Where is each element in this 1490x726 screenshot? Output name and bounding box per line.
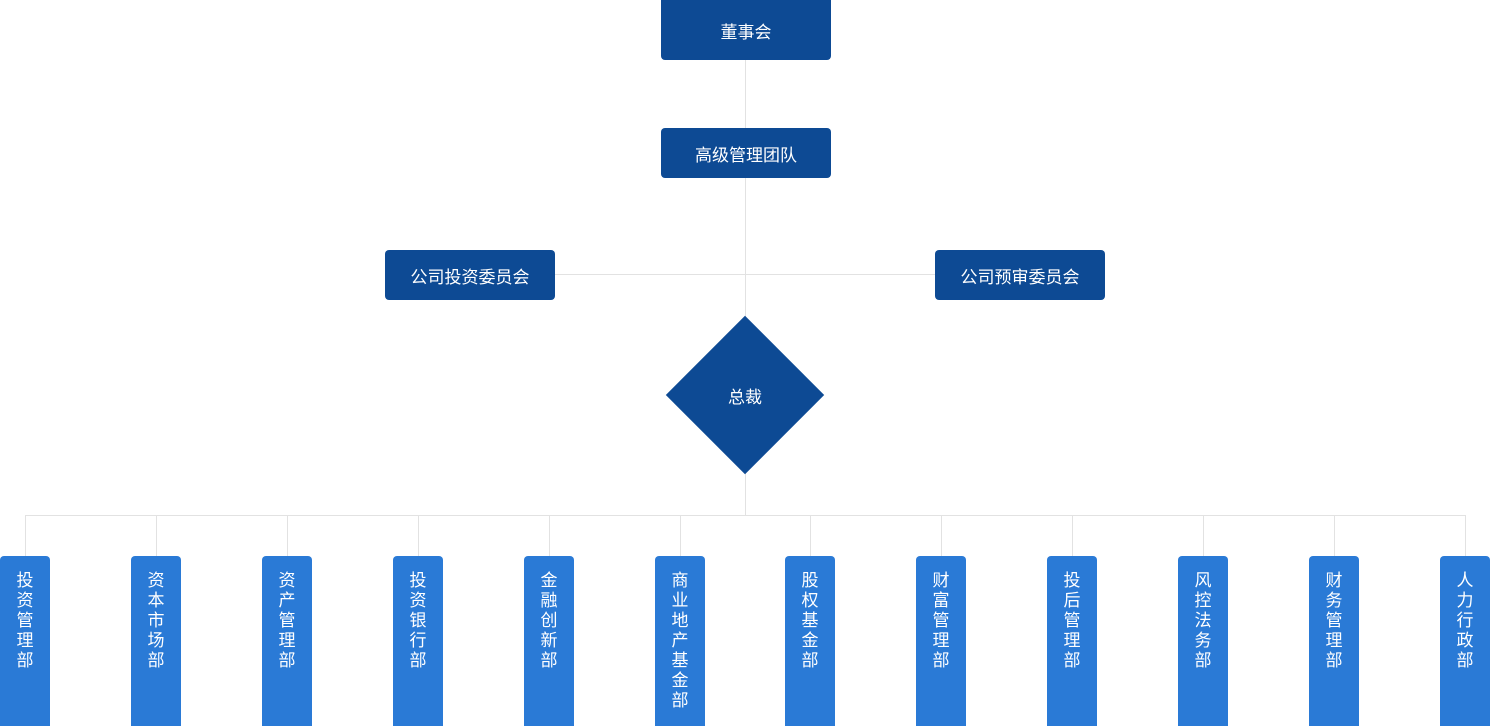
investment-committee-node[interactable]: 公司投资委员会 xyxy=(385,250,555,300)
review-committee-label: 公司预审委员会 xyxy=(960,267,1080,288)
connector-department-drop xyxy=(287,515,288,556)
connector-department-drop xyxy=(810,515,811,556)
department-node[interactable]: 投资银行部 xyxy=(393,556,443,726)
connector-departments-horizontal xyxy=(25,515,1465,516)
department-node[interactable]: 财务管理部 xyxy=(1309,556,1359,726)
department-label: 商业地产基金部 xyxy=(671,571,689,711)
department-label: 投资银行部 xyxy=(409,571,427,671)
connector-department-drop xyxy=(418,515,419,556)
department-node[interactable]: 资产管理部 xyxy=(262,556,312,726)
department-label: 资本市场部 xyxy=(147,571,165,671)
connector-department-drop xyxy=(941,515,942,556)
connector-department-drop xyxy=(1203,515,1204,556)
department-node[interactable]: 商业地产基金部 xyxy=(655,556,705,726)
department-node[interactable]: 风控法务部 xyxy=(1178,556,1228,726)
department-node[interactable]: 资本市场部 xyxy=(131,556,181,726)
department-node[interactable]: 股权基金部 xyxy=(785,556,835,726)
connector-department-drop xyxy=(1072,515,1073,556)
department-label: 投后管理部 xyxy=(1063,571,1081,671)
senior-team-label: 高级管理团队 xyxy=(695,145,797,166)
president-label: 总裁 xyxy=(728,387,762,408)
connector-main-vertical xyxy=(745,60,746,515)
connector-department-drop xyxy=(1334,515,1335,556)
department-node[interactable]: 人力行政部 xyxy=(1440,556,1490,726)
department-label: 风控法务部 xyxy=(1194,571,1212,671)
connector-department-drop xyxy=(680,515,681,556)
department-label: 财务管理部 xyxy=(1325,571,1343,671)
board-label: 董事会 xyxy=(720,22,772,43)
department-label: 人力行政部 xyxy=(1456,571,1474,671)
connector-department-drop xyxy=(25,515,26,556)
department-node[interactable]: 金融创新部 xyxy=(524,556,574,726)
department-node[interactable]: 投资管理部 xyxy=(0,556,50,726)
department-label: 投资管理部 xyxy=(16,571,34,671)
president-node[interactable]: 总裁 xyxy=(665,315,825,475)
department-node[interactable]: 投后管理部 xyxy=(1047,556,1097,726)
board-node[interactable]: 董事会 xyxy=(661,0,831,60)
connector-department-drop xyxy=(549,515,550,556)
department-label: 资产管理部 xyxy=(278,571,296,671)
review-committee-node[interactable]: 公司预审委员会 xyxy=(935,250,1105,300)
connector-committees xyxy=(555,274,935,275)
senior-team-node[interactable]: 高级管理团队 xyxy=(661,128,831,178)
department-label: 金融创新部 xyxy=(540,571,558,671)
connector-department-drop xyxy=(156,515,157,556)
department-label: 股权基金部 xyxy=(801,571,819,671)
connector-department-drop xyxy=(1465,515,1466,556)
investment-committee-label: 公司投资委员会 xyxy=(410,267,530,288)
department-label: 财富管理部 xyxy=(932,571,950,671)
department-node[interactable]: 财富管理部 xyxy=(916,556,966,726)
